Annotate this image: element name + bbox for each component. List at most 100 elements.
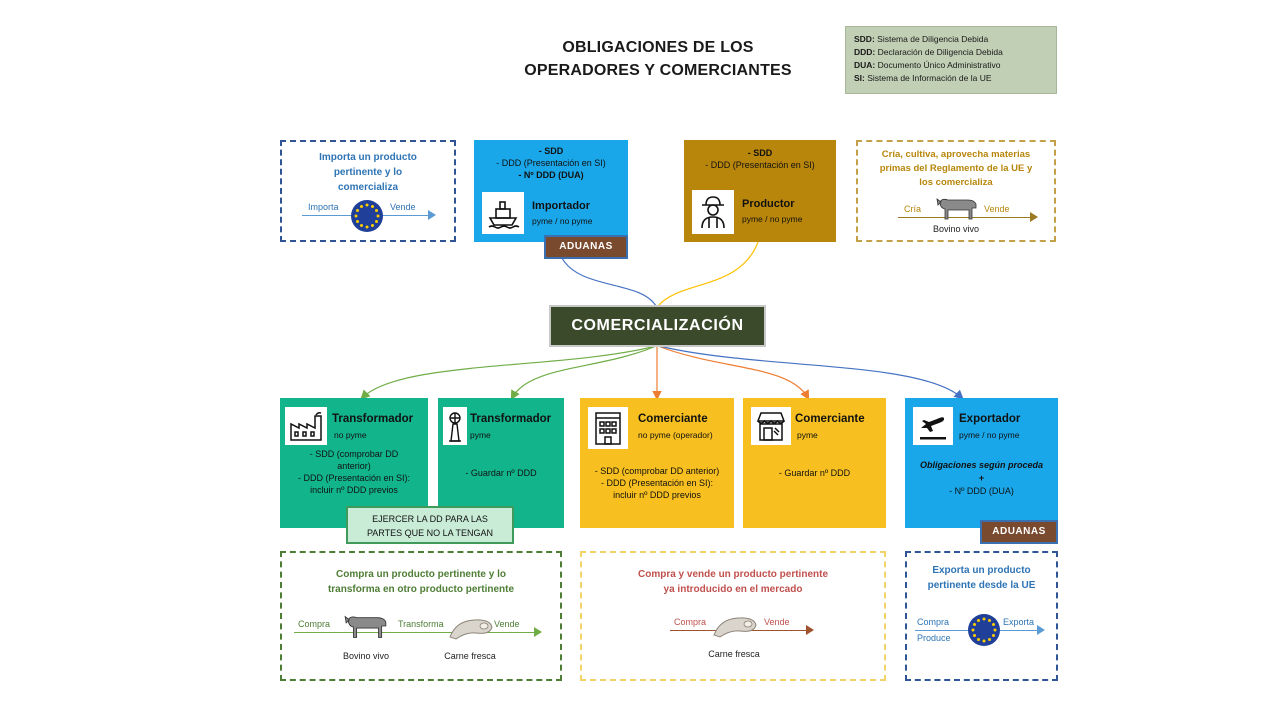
factory-icon bbox=[285, 407, 327, 445]
meat-icon bbox=[710, 613, 760, 639]
transform-label: Transforma bbox=[398, 619, 444, 629]
productor-line: - SDD bbox=[747, 148, 773, 158]
import-desc-line: comercializa bbox=[337, 182, 399, 193]
importador-title: Importador bbox=[532, 200, 591, 212]
producer-desc-line: Cría, cultiva, aprovecha materias bbox=[881, 149, 1031, 160]
obligation-line: + bbox=[978, 473, 985, 483]
sell-label: Vende bbox=[764, 617, 790, 627]
productor-card: - SDD - DDD (Presentación en SI) Product… bbox=[684, 140, 836, 242]
obligation-line: - SDD (comprobar DD bbox=[309, 449, 399, 459]
producer-desc-text: Cría, cultiva, aprovecha materias primas… bbox=[858, 148, 1054, 190]
legend-key: DUA: bbox=[854, 60, 876, 70]
cow-icon bbox=[342, 611, 390, 641]
exportador-obligations: Obligaciones según proceda + - Nº DDD (D… bbox=[905, 459, 1058, 498]
produce-label: Produce bbox=[917, 633, 951, 643]
legend-key: SDD: bbox=[854, 34, 875, 44]
export-desc-text: Exporta un producto pertinente desde la … bbox=[907, 563, 1056, 593]
transform-desc-line: Compra un producto pertinente y lo bbox=[335, 569, 506, 580]
aduanas-top-badge: ADUANAS bbox=[544, 235, 628, 259]
windmill-icon bbox=[443, 407, 467, 445]
comerciante-nopyme-obligations: - SDD (comprobar DD anterior) - DDD (Pre… bbox=[580, 465, 734, 501]
eu-flag-icon bbox=[350, 199, 384, 233]
exportador-title: Exportador bbox=[959, 413, 1021, 425]
arrow-right-icon bbox=[428, 210, 436, 220]
comerciante-nopyme-title: Comerciante bbox=[638, 413, 708, 425]
obligation-line: incluir nº DDD previos bbox=[310, 485, 398, 495]
import-label: Importa bbox=[308, 202, 339, 212]
legend-box: SDD: Sistema de Diligencia Debida DDD: D… bbox=[845, 26, 1057, 94]
link-center-transformador1 bbox=[360, 345, 657, 400]
legend-item: SDD: Sistema de Diligencia Debida bbox=[854, 33, 1048, 46]
exportador-card: Exportador pyme / no pyme Obligaciones s… bbox=[905, 398, 1058, 528]
shop-icon bbox=[751, 407, 791, 445]
productor-size: pyme / no pyme bbox=[742, 214, 803, 224]
comercializacion-label: COMERCIALIZACIÓN bbox=[551, 307, 764, 345]
dd-box-line: EJERCER LA DD PARA LAS bbox=[372, 514, 488, 524]
export-label: Exporta bbox=[1003, 617, 1035, 627]
link-center-comerciante2 bbox=[657, 345, 810, 401]
legend-text: Declaración de Diligencia Debida bbox=[877, 47, 1003, 57]
comerciante-pyme-size: pyme bbox=[797, 430, 818, 440]
transformador-nopyme-obligations: - SDD (comprobar DD anterior) - DDD (Pre… bbox=[280, 448, 428, 496]
transform-flow-line bbox=[294, 632, 534, 633]
import-desc-box: Importa un producto pertinente y lo come… bbox=[280, 140, 456, 242]
sell-label: Vende bbox=[494, 619, 520, 629]
obligation-line: - SDD (comprobar DD anterior) bbox=[594, 466, 720, 476]
trade-desc-box: Compra y vende un producto pertinente ya… bbox=[580, 551, 886, 681]
link-importador-center bbox=[561, 257, 657, 307]
transformador-pyme-title: Transformador bbox=[470, 413, 552, 425]
ship-icon bbox=[482, 192, 524, 234]
meat-icon bbox=[446, 615, 496, 641]
transform-caption-b: Carne fresca bbox=[444, 651, 496, 661]
buy-label: Compra bbox=[917, 617, 950, 627]
comerciante-nopyme-card: Comerciante no pyme (operador) - SDD (co… bbox=[580, 398, 734, 528]
arrow-right-icon bbox=[1037, 625, 1045, 635]
transformador-nopyme-size: no pyme bbox=[334, 430, 367, 440]
importador-line: - SDD bbox=[538, 146, 564, 156]
cow-icon bbox=[934, 194, 980, 222]
transform-desc-line: transforma en otro producto pertinente bbox=[327, 584, 515, 595]
obligation-line: - DDD (Presentación en SI): bbox=[297, 473, 411, 483]
obligation-line: incluir nº DDD previos bbox=[613, 490, 701, 500]
buy-label: Compra bbox=[298, 619, 331, 629]
sell-label: Vende bbox=[390, 202, 416, 212]
legend-text: Sistema de Diligencia Debida bbox=[877, 34, 989, 44]
obligation-line: Obligaciones según proceda bbox=[919, 460, 1044, 470]
legend-item: SI: Sistema de Información de la UE bbox=[854, 72, 1048, 85]
importador-line: - DDD (Presentación en SI) bbox=[496, 158, 606, 168]
link-productor-center bbox=[657, 241, 759, 307]
producer-desc-line: los comercializa bbox=[919, 177, 993, 188]
legend-text: Documento Único Administrativo bbox=[877, 60, 1001, 70]
trade-desc-line: Compra y vende un producto pertinente bbox=[637, 569, 829, 580]
obligation-line: - Nº DDD (DUA) bbox=[949, 486, 1014, 496]
producer-flow-line bbox=[898, 217, 1030, 218]
import-desc-line: pertinente y lo bbox=[333, 167, 403, 178]
eu-flag-icon bbox=[967, 613, 1001, 647]
obligation-line: - Guardar nº DDD bbox=[778, 468, 851, 478]
sell-label: Vende bbox=[984, 204, 1010, 214]
title-line-1: OBLIGACIONES DE LOS bbox=[562, 39, 754, 56]
dd-box-line: PARTES QUE NO LA TENGAN bbox=[366, 528, 494, 538]
obligation-line: - DDD (Presentación en SI): bbox=[600, 478, 714, 488]
arrow-right-icon bbox=[534, 627, 542, 637]
comerciante-nopyme-size: no pyme (operador) bbox=[638, 430, 713, 440]
export-desc-line: pertinente desde la UE bbox=[927, 580, 1036, 591]
import-desc-line: Importa un producto bbox=[319, 152, 417, 163]
buy-label: Compra bbox=[674, 617, 707, 627]
producer-caption: Bovino vivo bbox=[932, 224, 980, 234]
comerciante-pyme-card: Comerciante pyme - Guardar nº DDD bbox=[743, 398, 886, 528]
link-center-transformador2 bbox=[510, 345, 657, 401]
trade-caption: Carne fresca bbox=[708, 649, 760, 659]
import-desc-text: Importa un producto pertinente y lo come… bbox=[282, 150, 454, 195]
airplane-icon bbox=[913, 407, 953, 445]
importador-card: - SDD - DDD (Presentación en SI) - Nº DD… bbox=[474, 140, 628, 242]
importador-size: pyme / no pyme bbox=[532, 216, 593, 226]
transform-desc-box: Compra un producto pertinente y lo trans… bbox=[280, 551, 562, 681]
legend-item: DUA: Documento Único Administrativo bbox=[854, 59, 1048, 72]
transform-caption-a: Bovino vivo bbox=[342, 651, 390, 661]
legend-key: DDD: bbox=[854, 47, 876, 57]
export-desc-box: Exporta un producto pertinente desde la … bbox=[905, 551, 1058, 681]
producer-desc-line: primas del Reglamento de la UE y bbox=[879, 163, 1033, 174]
aduanas-bottom-badge: ADUANAS bbox=[980, 520, 1058, 544]
